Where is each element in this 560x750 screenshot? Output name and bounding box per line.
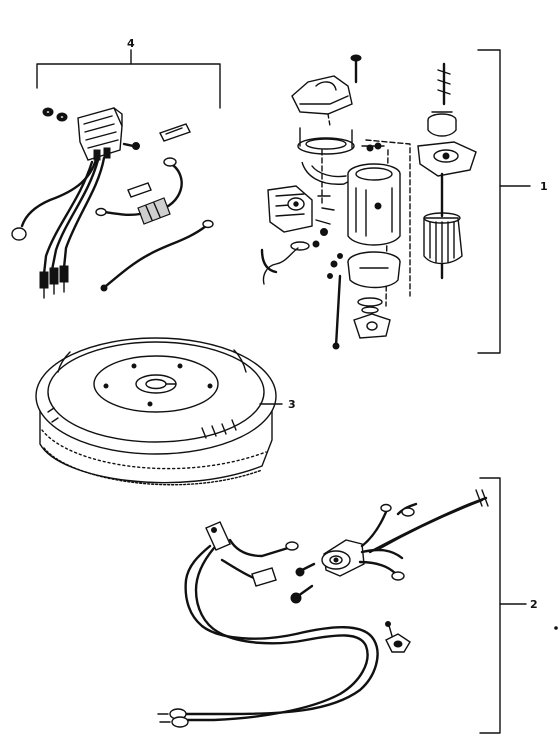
ground-lead — [104, 224, 208, 288]
flywheel-group: 3 — [35, 337, 296, 486]
rectifier-kit-group: 4 — [11, 37, 221, 299]
ignition-key — [290, 562, 316, 604]
rectifier — [77, 107, 123, 161]
callout-1: 1 — [540, 180, 548, 193]
bracket-2 — [479, 477, 501, 734]
armature — [423, 212, 463, 265]
ignition-switch — [321, 539, 365, 577]
in-line-fuse — [137, 197, 171, 225]
starter-cover — [291, 75, 353, 115]
callout-2: 2 — [530, 598, 538, 611]
callout-3: 3 — [288, 398, 296, 411]
through-bolt — [334, 274, 342, 348]
end-cap — [347, 251, 401, 289]
motor-yoke — [347, 163, 401, 246]
starter-solenoid — [267, 185, 313, 233]
bracket-1 — [477, 49, 501, 354]
cable-clamp — [385, 621, 411, 653]
starter-motor-group: 1 — [260, 49, 548, 354]
drive-housing — [417, 141, 477, 177]
callout-4: 4 — [127, 37, 135, 50]
bracket-4 — [36, 63, 221, 109]
wiring-harness-group: 2 — [157, 477, 558, 734]
fuse — [159, 123, 191, 142]
pinion-drive — [427, 62, 457, 137]
